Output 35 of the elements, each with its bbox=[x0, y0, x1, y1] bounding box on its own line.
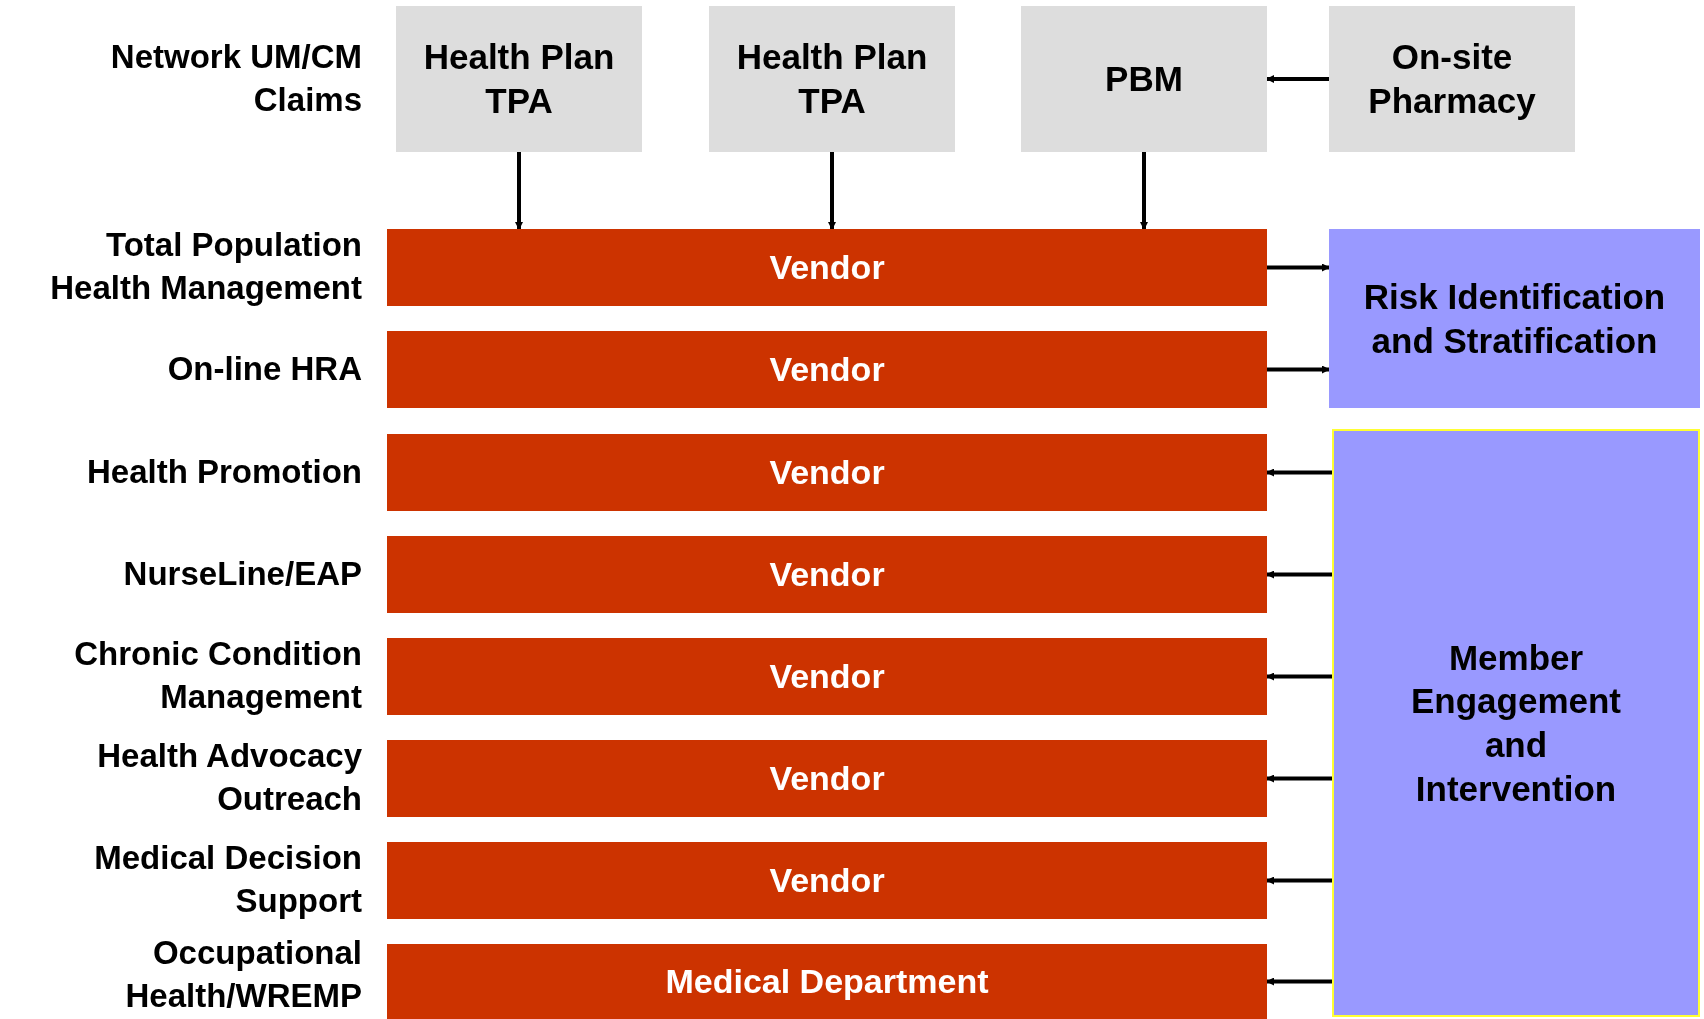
process-box: Health Plan TPA bbox=[396, 6, 642, 152]
vendor-bar: Vendor bbox=[387, 331, 1267, 408]
arrow bbox=[515, 152, 523, 230]
vendor-bar: Vendor bbox=[387, 740, 1267, 817]
arrow bbox=[1266, 876, 1332, 885]
row-label: Network UM/CM Claims bbox=[109, 37, 362, 120]
process-box: PBM bbox=[1021, 6, 1267, 152]
arrow bbox=[1266, 774, 1332, 783]
vendor-bar: Medical Department bbox=[387, 944, 1267, 1019]
arrow bbox=[1266, 570, 1332, 579]
arrow bbox=[1267, 263, 1330, 272]
process-box: Health Plan TPA bbox=[709, 6, 955, 152]
row-label: NurseLine/EAP bbox=[122, 553, 362, 594]
row-label: Health Advocacy Outreach bbox=[96, 740, 362, 816]
process-box: On-site Pharmacy bbox=[1329, 6, 1575, 152]
vendor-bar: Vendor bbox=[387, 536, 1267, 613]
arrow bbox=[1267, 365, 1330, 374]
vendor-bar: Vendor bbox=[387, 229, 1267, 306]
process-box: Member Engagement and Intervention bbox=[1332, 429, 1700, 1017]
row-label: Total Population Health Management bbox=[49, 229, 362, 305]
row-label: On-line HRA bbox=[166, 349, 362, 390]
arrow bbox=[1140, 152, 1148, 230]
vendor-bar: Vendor bbox=[387, 434, 1267, 511]
vendor-bar: Vendor bbox=[387, 638, 1267, 715]
arrow bbox=[828, 152, 836, 230]
arrow bbox=[1266, 75, 1329, 83]
vendor-bar: Vendor bbox=[387, 842, 1267, 919]
arrow bbox=[1266, 977, 1332, 986]
row-label: Occupational Health/WREMP bbox=[124, 932, 362, 1016]
arrow bbox=[1266, 672, 1332, 681]
row-label: Medical Decision Support bbox=[93, 842, 362, 918]
row-label: Chronic Condition Management bbox=[73, 638, 362, 714]
arrow bbox=[1266, 468, 1332, 477]
row-label: Health Promotion bbox=[86, 451, 362, 492]
process-box: Risk Identification and Stratification bbox=[1329, 229, 1700, 408]
